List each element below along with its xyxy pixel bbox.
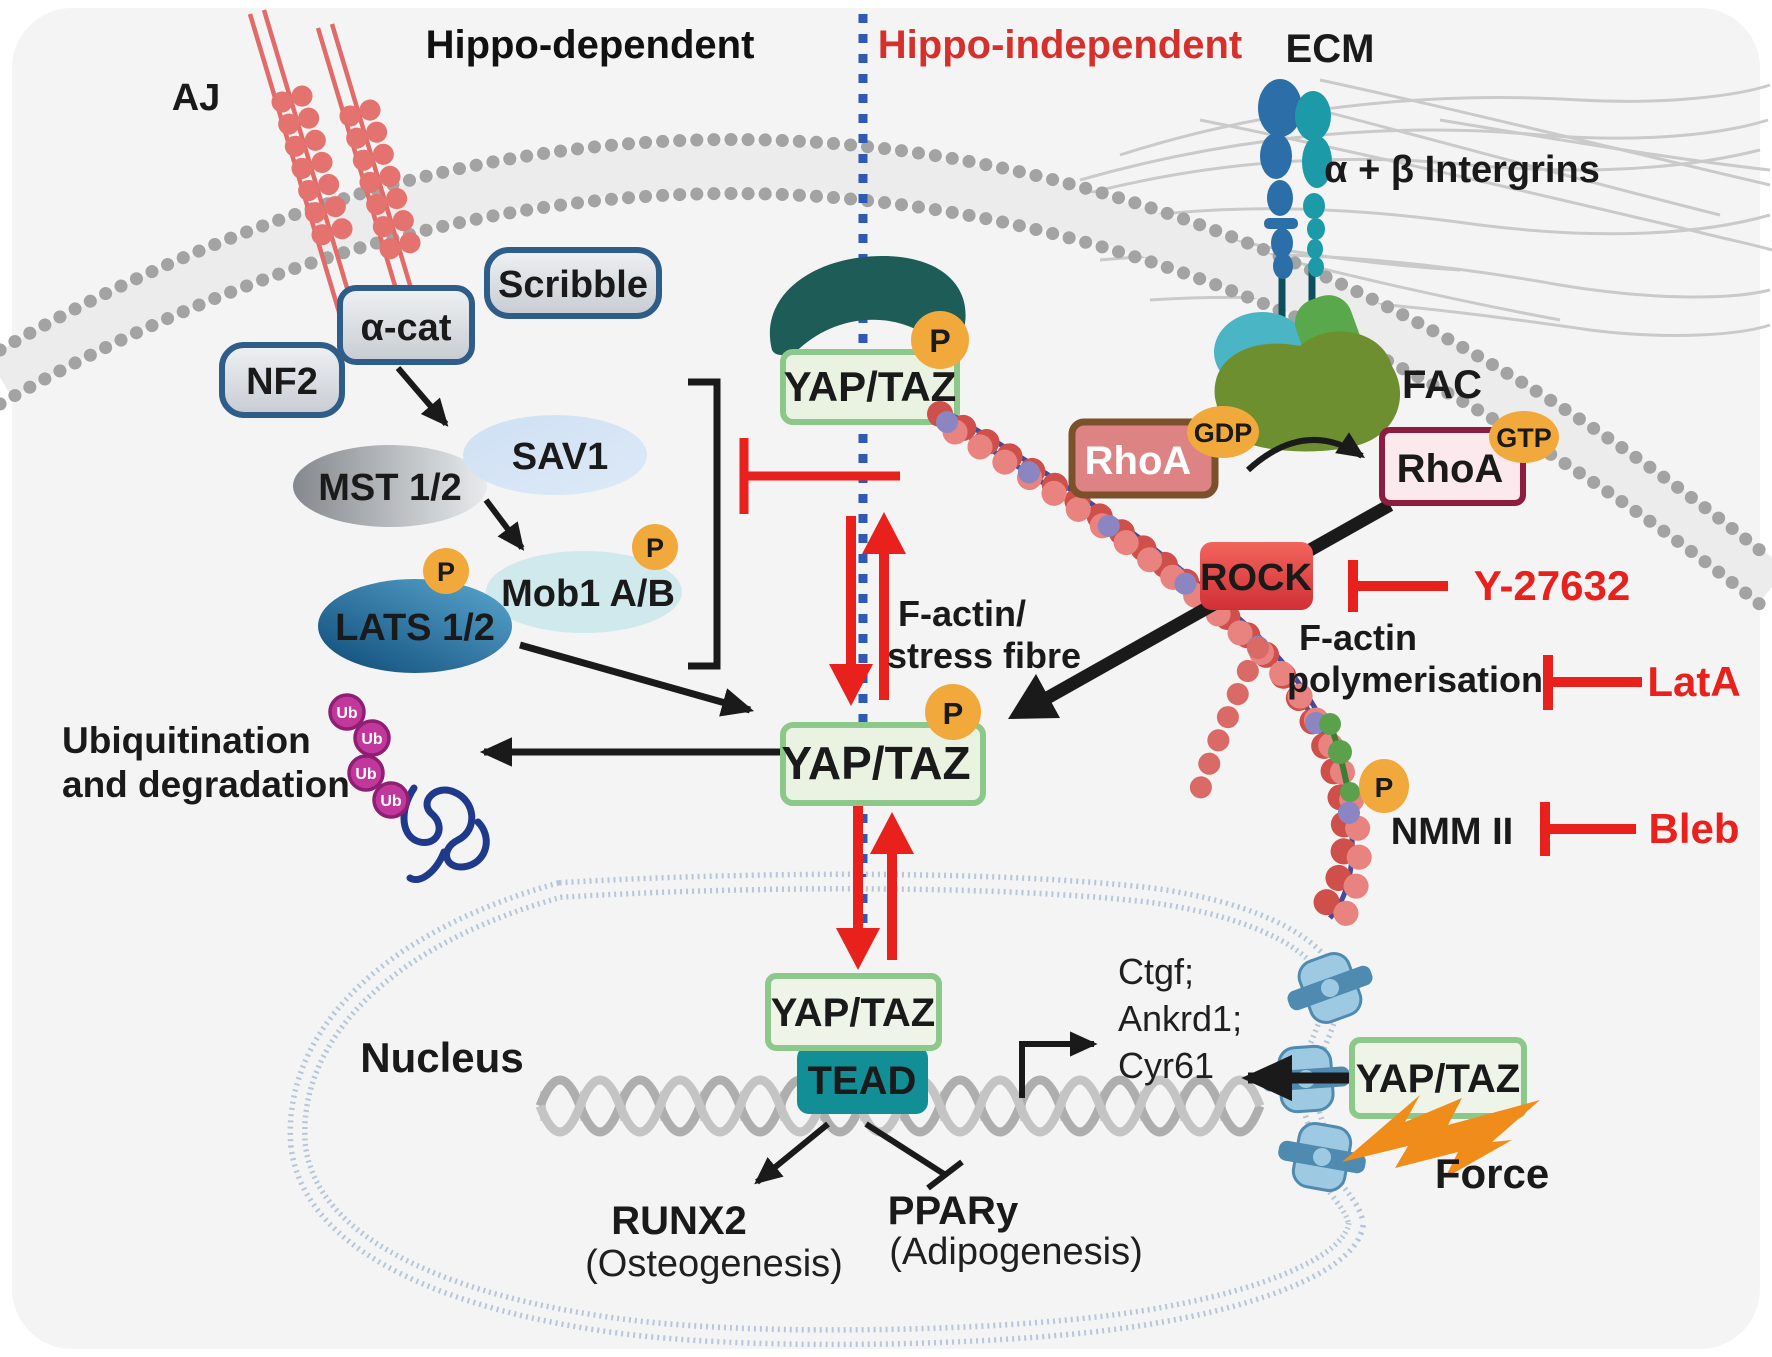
p-label: P <box>437 557 455 587</box>
factin-poly-label-2: polymerisation <box>1287 659 1543 700</box>
y27632-label: Y-27632 <box>1474 562 1630 609</box>
yap-taz-cytoplasm-label: YAP/TAZ <box>781 737 970 789</box>
adipogenesis-label: (Adipogenesis) <box>889 1231 1142 1273</box>
ecm-label: ECM <box>1286 27 1375 71</box>
fourteen-three-three-blob <box>769 255 966 356</box>
p-label: P <box>943 696 964 731</box>
myosin-motor <box>1319 713 1360 802</box>
alpha-catenin-box: α-cat <box>337 285 475 365</box>
rock-box: ROCK <box>1200 542 1313 610</box>
lats-to-yap-arrow <box>519 641 755 717</box>
rhoa-gdp-label: RhoA <box>1085 439 1192 483</box>
nuclear-envelope <box>287 871 1367 1348</box>
mob1-ellipse <box>486 551 682 633</box>
gdp-badge-label: GDP <box>1194 418 1253 448</box>
nmm-label: NMM II <box>1391 811 1513 853</box>
rhoa-gtp-box: RhoA GTP <box>1379 411 1559 506</box>
p-label: P <box>929 323 950 359</box>
y27632-inhibition: Y-27632 <box>1348 560 1630 612</box>
aj-label: AJ <box>172 77 221 119</box>
factin-poly-label-1: F-actin <box>1299 617 1417 658</box>
ub-label: Ub <box>336 705 358 722</box>
fac-label: FAC <box>1402 363 1482 407</box>
ubiquitination-label-2: and degradation <box>62 764 350 805</box>
nucleus-label: Nucleus <box>360 1034 523 1081</box>
rhoa-rock-axis: RhoA GDP RhoA GTP ROCK <box>1008 406 1559 719</box>
integrins-label: α + β Intergrins <box>1324 149 1600 191</box>
force-label: Force <box>1435 1150 1549 1197</box>
bleb-label: Bleb <box>1648 805 1739 852</box>
stressfibre-inhibits-phospho-tbar <box>739 438 900 514</box>
ecm-fiber-mesh <box>1039 78 1772 337</box>
yap-taz-import-box: YAP/TAZ <box>1349 1037 1527 1119</box>
yap-taz-nuclear-label: YAP/TAZ <box>771 991 935 1035</box>
yap-taz-cytoplasm-box: YAP/TAZ <box>780 722 986 806</box>
rock-label: ROCK <box>1200 557 1312 599</box>
tead-to-ppary-tbar <box>864 1121 964 1191</box>
plasma-membrane <box>0 133 1772 621</box>
lata-inhibition: LatA <box>1543 655 1741 710</box>
nf2-label: NF2 <box>246 361 318 403</box>
tead-box: TEAD <box>797 1046 928 1114</box>
sav1-ellipse <box>463 415 647 495</box>
focal-adhesion-complex <box>1214 295 1401 452</box>
yap-cytoplasm-phospho-badge: P <box>925 684 981 740</box>
lats-label: LATS 1/2 <box>335 607 495 649</box>
yap-shuttle-arrows-upper <box>829 512 906 706</box>
gene-cyr61: Cyr61 <box>1118 1045 1214 1086</box>
tead-to-runx2-arrow <box>754 1121 830 1185</box>
mst-ellipse <box>293 445 487 527</box>
scribble-box: Scribble <box>484 247 662 319</box>
yap-taz-import-label: YAP/TAZ <box>1356 1057 1520 1101</box>
yap-taz-nuclear-box: YAP/TAZ <box>765 973 942 1051</box>
p-label: P <box>1375 772 1394 803</box>
ppary-label: PPARy <box>888 1189 1019 1233</box>
mob1-phospho-badge: P <box>632 524 678 570</box>
gtp-badge-label: GTP <box>1496 423 1552 453</box>
mst-label: MST 1/2 <box>318 467 462 509</box>
myosin-phospho-badge: P <box>1359 759 1409 813</box>
lats-ellipse <box>318 579 512 673</box>
mst-to-mob1-arrow <box>483 498 525 551</box>
yap-taz-membrane-label: YAP/TAZ <box>784 363 957 410</box>
ubiquitin-chain: Ub Ub Ub Ub <box>328 693 490 883</box>
lats-phospho-badge: P <box>423 548 469 594</box>
lats-complex-bracket <box>688 378 721 670</box>
ub-label: Ub <box>355 766 377 783</box>
rock-to-yap-arrowhead <box>1008 674 1060 719</box>
transcription-arrow <box>1019 1031 1098 1098</box>
alpha-catenin-label: α-cat <box>361 307 452 349</box>
yap-membrane-phospho-badge: P <box>911 311 969 369</box>
rhoa-gdp-box: RhoA GDP <box>1068 406 1259 499</box>
stress-fibre-label-1: F-actin/ <box>898 593 1026 634</box>
acat-to-mst-arrow <box>395 366 449 427</box>
gene-ctgf: Ctgf; <box>1118 951 1194 992</box>
rhoa-gtp-label: RhoA <box>1397 447 1504 491</box>
nf2-box: NF2 <box>219 342 345 418</box>
lata-label: LatA <box>1647 658 1740 705</box>
bleb-inhibition: Bleb <box>1540 802 1740 856</box>
ub-label: Ub <box>380 793 402 810</box>
ub-label: Ub <box>361 731 383 748</box>
yap-taz-membrane-box: YAP/TAZ <box>780 349 960 425</box>
gene-ankrd1: Ankrd1; <box>1118 998 1242 1039</box>
gdp-to-gtp-arrow <box>1245 432 1365 473</box>
actin-stress-fibre <box>927 401 1372 939</box>
p-label: P <box>646 533 664 563</box>
hippo-independent-label: Hippo-independent <box>878 23 1242 67</box>
osteogenesis-label: (Osteogenesis) <box>585 1243 843 1285</box>
force-lightning-icon <box>1342 1095 1540 1178</box>
ubiquitination-label-1: Ubiquitination <box>62 720 311 761</box>
hippo-dependent-label: Hippo-dependent <box>426 23 755 67</box>
tead-label: TEAD <box>808 1059 917 1103</box>
stress-fibre-label-2: stress fibre <box>887 635 1081 676</box>
sav1-label: SAV1 <box>512 436 608 478</box>
unfolded-protein-squiggle <box>400 784 490 883</box>
runx2-label: RUNX2 <box>611 1199 747 1243</box>
mob1-label: Mob1 A/B <box>501 573 675 615</box>
scribble-label: Scribble <box>498 264 648 306</box>
yap-shuttle-arrows-lower <box>836 806 914 970</box>
adherens-junction <box>247 9 427 337</box>
